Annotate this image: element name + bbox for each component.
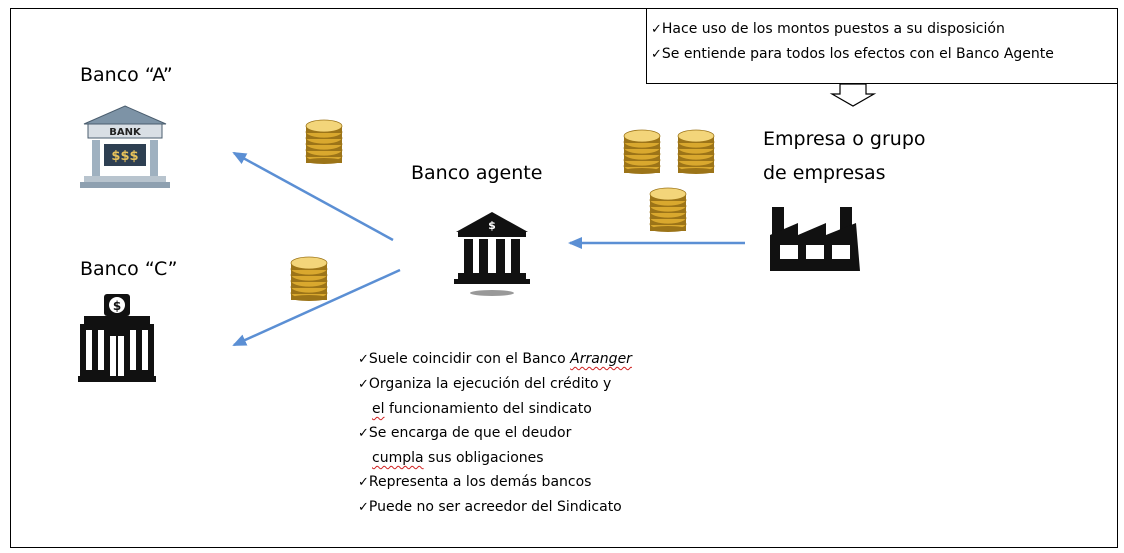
agent-note-1: ✓Suele coincidir con el Banco Arranger bbox=[358, 351, 632, 367]
company-note-2: ✓Se entiende para todos los efectos con … bbox=[651, 46, 1054, 62]
coin-stack-icon bbox=[649, 187, 687, 232]
bank-a-sign-bottom: $$$ bbox=[111, 149, 138, 164]
agent-bank-sign: $ bbox=[488, 219, 496, 232]
check-icon: ✓ bbox=[358, 500, 369, 515]
company-label-line2: de empresas bbox=[763, 162, 886, 184]
agent-note-2: ✓Organiza la ejecución del crédito y bbox=[358, 376, 612, 392]
coin-stack-icon bbox=[677, 129, 715, 174]
agent-notes-list: ✓Suele coincidir con el Banco Arranger ✓… bbox=[358, 347, 632, 520]
factory-icon bbox=[770, 207, 860, 271]
arranger-term: Arranger bbox=[570, 351, 632, 367]
check-icon: ✓ bbox=[358, 426, 369, 441]
coin-stack-icon bbox=[290, 256, 328, 301]
company-notes-box: ✓Hace uso de los montos puestos a su dis… bbox=[646, 8, 1118, 84]
agent-bank-icon: $ bbox=[454, 212, 530, 296]
bank-a-label: Banco “A” bbox=[80, 64, 173, 86]
bank-c-label: Banco “C” bbox=[80, 258, 178, 280]
bank-a-sign-top: BANK bbox=[109, 127, 142, 138]
agent-note-4: ✓Representa a los demás bancos bbox=[358, 474, 592, 490]
arrow-agent-to-bank-a bbox=[232, 151, 394, 242]
bank-c-sign: $ bbox=[113, 299, 121, 313]
diagram-frame bbox=[10, 8, 1118, 548]
company-note-1: ✓Hace uso de los montos puestos a su dis… bbox=[651, 21, 1005, 37]
check-icon: ✓ bbox=[358, 475, 369, 490]
bank-c-icon: $ bbox=[78, 294, 156, 382]
agent-note-2-cont: el funcionamiento del sindicato bbox=[372, 401, 592, 417]
down-arrow-icon bbox=[829, 83, 877, 107]
check-icon: ✓ bbox=[651, 22, 662, 37]
coin-stack-icon bbox=[305, 119, 343, 164]
agent-note-3: ✓Se encarga de que el deudor bbox=[358, 425, 572, 441]
check-icon: ✓ bbox=[358, 352, 369, 367]
arrow-agent-to-bank-c bbox=[232, 268, 401, 347]
agent-note-3-cont: cumpla sus obligaciones bbox=[372, 450, 544, 466]
check-icon: ✓ bbox=[651, 47, 662, 62]
company-label-line1: Empresa o grupo bbox=[763, 128, 926, 150]
agent-note-5: ✓Puede no ser acreedor del Sindicato bbox=[358, 499, 622, 515]
check-icon: ✓ bbox=[358, 377, 369, 392]
coin-stack-icon bbox=[623, 129, 661, 174]
bank-a-icon: BANK $$$ bbox=[80, 105, 170, 188]
agent-bank-label: Banco agente bbox=[411, 162, 543, 184]
